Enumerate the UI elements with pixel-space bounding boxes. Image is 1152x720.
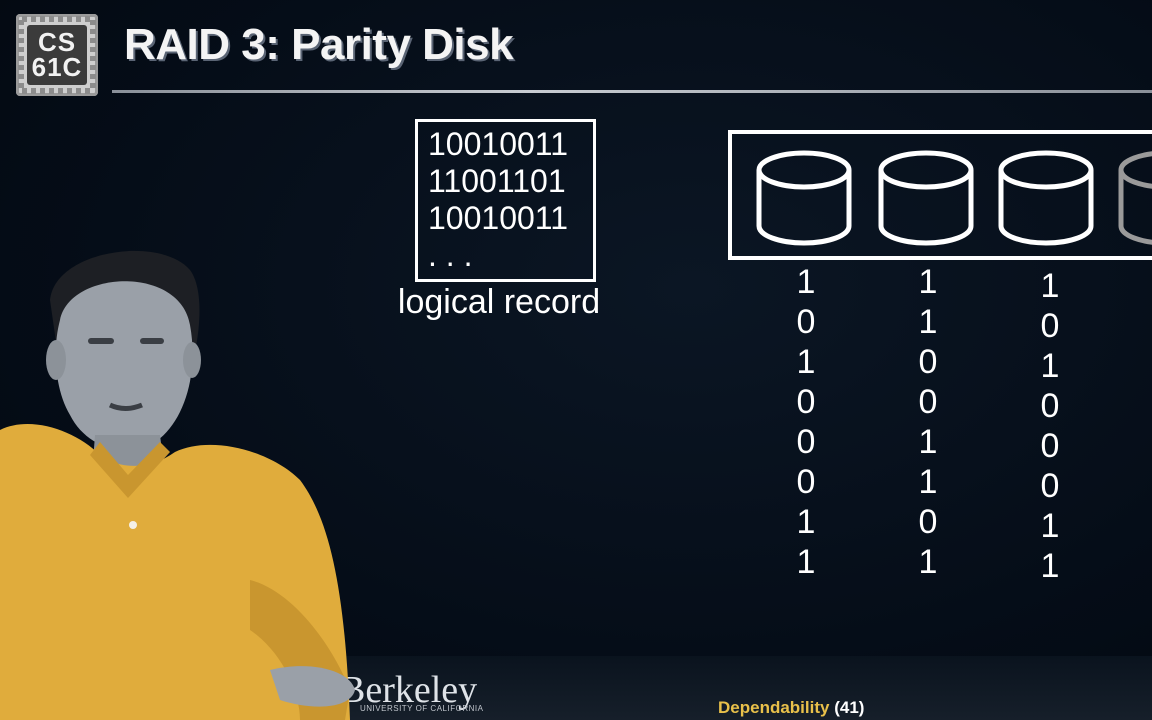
slide-title: RAID 3: Parity Disk bbox=[124, 20, 514, 69]
disk-icon bbox=[754, 148, 854, 248]
chip-pins-left bbox=[18, 20, 24, 90]
logo-line-1: CS bbox=[37, 27, 77, 57]
footer-label: Dependability (41) bbox=[718, 698, 864, 718]
bit: 1 bbox=[918, 543, 938, 581]
bit: 1 bbox=[1040, 347, 1060, 385]
bit: 1 bbox=[796, 543, 816, 581]
bit: 0 bbox=[918, 343, 938, 381]
bit: 0 bbox=[796, 423, 816, 461]
cs61c-logo: CS 61C bbox=[16, 14, 98, 96]
parity-disk-icon bbox=[1116, 148, 1152, 248]
bit: 0 bbox=[1040, 307, 1060, 345]
record-line: 11001101 bbox=[428, 163, 566, 199]
bit: 0 bbox=[918, 503, 938, 541]
bit: 1 bbox=[1040, 547, 1060, 585]
record-line: 10010011 bbox=[428, 126, 568, 162]
bit: 1 bbox=[796, 263, 816, 301]
bit: 0 bbox=[796, 383, 816, 421]
footer-topic: Dependability bbox=[718, 698, 830, 717]
logical-record-label: logical record bbox=[397, 283, 601, 321]
chip-pins-right bbox=[90, 20, 96, 90]
disk-array bbox=[728, 130, 1152, 260]
bit: 1 bbox=[1040, 507, 1060, 545]
logo-line-2: 61C bbox=[31, 52, 83, 82]
disk-icon bbox=[996, 148, 1096, 248]
bit: 1 bbox=[918, 303, 938, 341]
bit: 1 bbox=[796, 343, 816, 381]
disk-bit-column: 1 1 0 0 1 1 0 1 bbox=[908, 262, 948, 582]
bit: 1 bbox=[918, 263, 938, 301]
logical-record-box: 10010011 11001101 10010011 . . . bbox=[415, 119, 596, 282]
bit: 0 bbox=[796, 303, 816, 341]
disk-bit-column: 1 0 1 0 0 0 1 1 bbox=[786, 262, 826, 582]
presenter-video bbox=[0, 230, 360, 720]
title-divider bbox=[112, 90, 1152, 93]
chip-pins-top bbox=[22, 16, 92, 22]
bit: 1 bbox=[918, 463, 938, 501]
disk-icon bbox=[876, 148, 976, 248]
bit: 1 bbox=[796, 503, 816, 541]
bit: 0 bbox=[796, 463, 816, 501]
record-line: . . . bbox=[428, 237, 473, 273]
record-line: 10010011 bbox=[428, 200, 568, 236]
bit: 0 bbox=[1040, 427, 1060, 465]
chip-pins-bottom bbox=[22, 88, 92, 94]
berkeley-subtitle: UNIVERSITY OF CALIFORNIA bbox=[360, 704, 484, 713]
bit: 1 bbox=[918, 423, 938, 461]
footer-page-number: (41) bbox=[834, 698, 865, 717]
berkeley-wordmark: Berkeley bbox=[340, 669, 478, 711]
bit: 1 bbox=[1040, 267, 1060, 305]
disk-bit-column: 1 0 1 0 0 0 1 1 bbox=[1030, 266, 1070, 586]
bit: 0 bbox=[1040, 467, 1060, 505]
chip-icon: CS 61C bbox=[27, 25, 87, 85]
bit: 0 bbox=[1040, 387, 1060, 425]
bit: 0 bbox=[918, 383, 938, 421]
